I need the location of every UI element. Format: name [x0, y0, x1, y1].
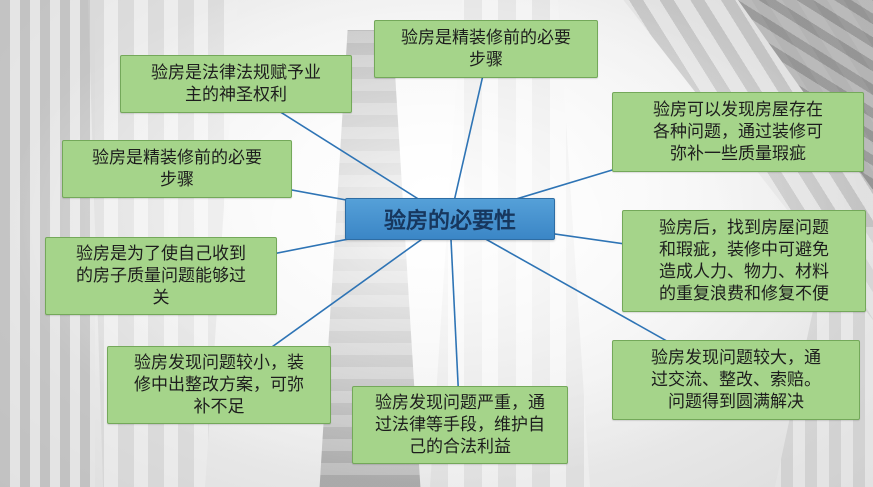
node-label: 验房是法律法规赋予业主的神圣权利 [151, 63, 321, 104]
node-left: 验房是精装修前的必要步骤 [62, 140, 292, 198]
node-label: 验房是精装修前的必要步骤 [92, 148, 262, 189]
node-middle-right: 验房后，找到房屋问题和瑕疵，装修中可避免造成人力、物力、材料的重复浪费和修复不便 [622, 210, 866, 312]
node-label: 验房发现问题严重，通过法律等手段，维护自己的合法利益 [375, 393, 545, 456]
node-label: 验房发现问题较小，装修中出整改方案，可弥补不足 [134, 353, 304, 416]
node-middle-left: 验房是为了使自己收到的房子质量问题能够过关 [45, 237, 277, 315]
node-bottom-left: 验房发现问题较小，装修中出整改方案，可弥补不足 [107, 346, 331, 424]
node-label: 验房是为了使自己收到的房子质量问题能够过关 [76, 244, 246, 307]
node-top: 验房是精装修前的必要步骤 [374, 20, 598, 78]
node-bottom-right: 验房发现问题较大，通过交流、整改、索赔。问题得到圆满解决 [612, 340, 860, 420]
node-bottom-center: 验房发现问题严重，通过法律等手段，维护自己的合法利益 [352, 386, 568, 464]
node-label: 验房是精装修前的必要步骤 [401, 28, 571, 69]
center-topic-node: 验房的必要性 [345, 198, 555, 240]
node-label: 验房可以发现房屋存在各种问题，通过装修可弥补一些质量瑕疵 [653, 100, 823, 163]
node-label: 验房后，找到房屋问题和瑕疵，装修中可避免造成人力、物力、材料的重复浪费和修复不便 [659, 218, 829, 303]
node-upper-left: 验房是法律法规赋予业主的神圣权利 [120, 55, 352, 113]
node-label: 验房发现问题较大，通过交流、整改、索赔。问题得到圆满解决 [651, 348, 821, 411]
node-upper-right: 验房可以发现房屋存在各种问题，通过装修可弥补一些质量瑕疵 [612, 92, 864, 172]
center-topic-label: 验房的必要性 [383, 208, 516, 233]
